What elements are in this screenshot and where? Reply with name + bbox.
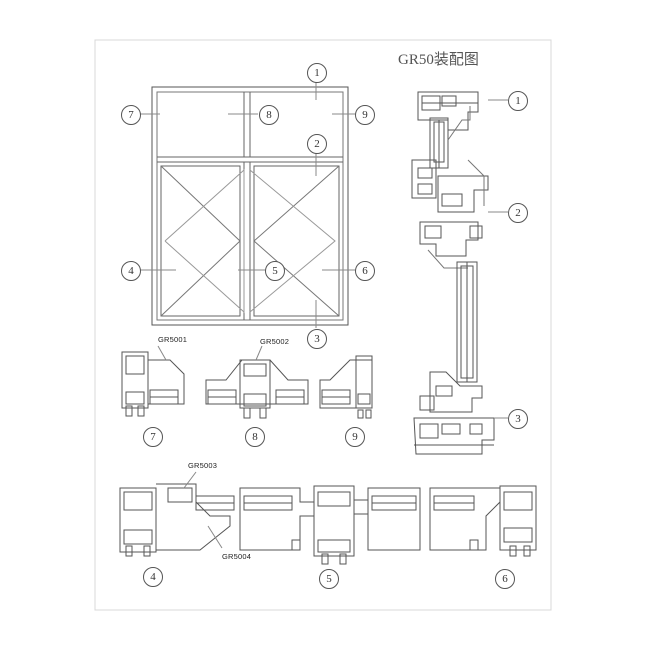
callout-2-section: 2 (508, 203, 528, 223)
callout-1-window: 1 (307, 63, 327, 83)
callout-8-window: 8 (259, 105, 279, 125)
window-elevation (140, 82, 355, 328)
callout-5-window: 5 (265, 261, 285, 281)
callout-6-window: 6 (355, 261, 375, 281)
callout-4-window: 4 (121, 261, 141, 281)
profile-code-gr5003: GR5003 (188, 461, 218, 470)
callout-2-window: 2 (307, 134, 327, 154)
callout-8-detail: 8 (245, 427, 265, 447)
callout-7-detail: 7 (143, 427, 163, 447)
vertical-section (411, 91, 508, 455)
callout-4-detail: 4 (143, 567, 163, 587)
callout-1-section: 1 (508, 91, 528, 111)
top-sections (121, 345, 373, 419)
drawing-title: GR50装配图 (398, 52, 479, 68)
callout-3-section: 3 (508, 409, 528, 429)
callout-9-detail: 9 (345, 427, 365, 447)
profile-code-gr5001: GR5001 (158, 335, 188, 344)
bottom-sections (119, 471, 537, 565)
profile-code-gr5002: GR5002 (260, 337, 290, 346)
callout-9-window: 9 (355, 105, 375, 125)
profile-code-gr5004: GR5004 (222, 552, 252, 561)
callout-5-detail: 5 (319, 569, 339, 589)
callout-3-window: 3 (307, 329, 327, 349)
callout-6-detail: 6 (495, 569, 515, 589)
callout-7-window: 7 (121, 105, 141, 125)
sheet-border (94, 39, 552, 611)
